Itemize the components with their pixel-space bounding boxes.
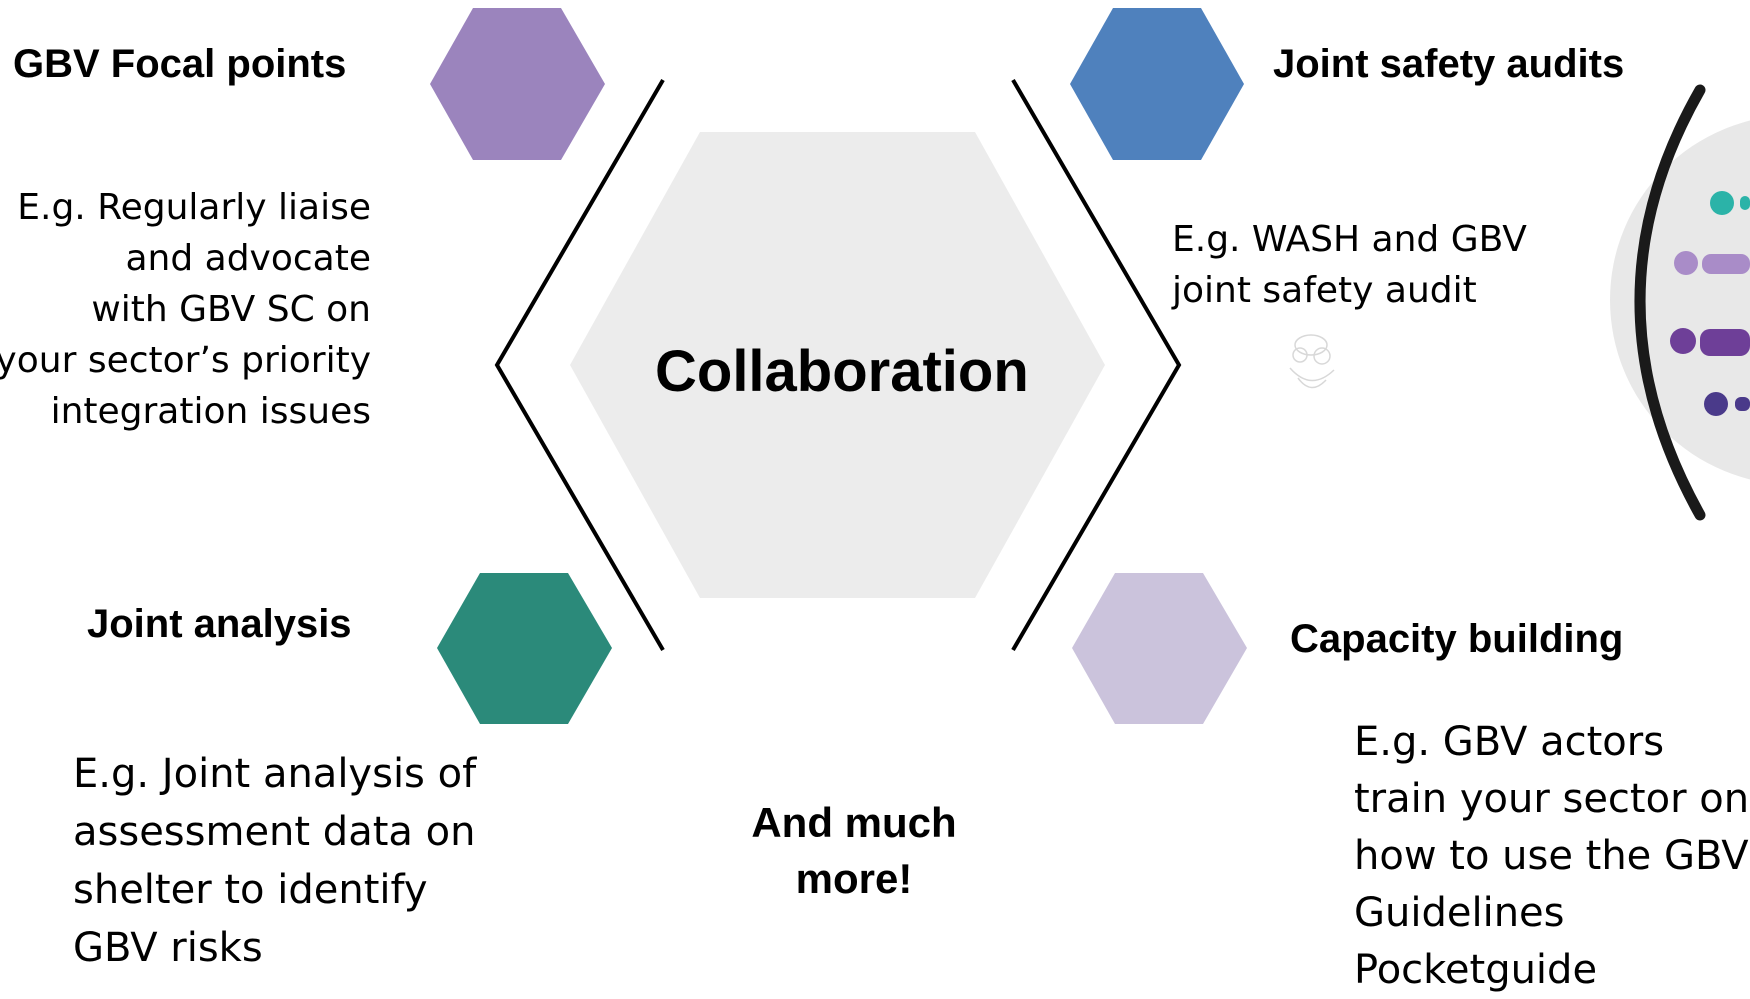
focal-line: integration issues xyxy=(50,391,371,432)
focal-line: E.g. Regularly liaise xyxy=(17,187,371,228)
analysis-line: E.g. Joint analysis of xyxy=(73,751,477,797)
center-label: Collaboration xyxy=(655,339,1029,404)
badge-dot xyxy=(1704,392,1728,416)
badge-dot xyxy=(1674,251,1698,275)
capacity-hexagon xyxy=(1072,573,1247,724)
capacity-building-title: Capacity building xyxy=(1290,617,1624,661)
safety-audits-description: E.g. WASH and GBV joint safety audit xyxy=(1172,214,1527,316)
joint-analysis-description: E.g. Joint analysis of assessment data o… xyxy=(73,745,476,977)
and-much-more-text: And much more! xyxy=(704,795,1004,907)
analysis-line: assessment data on xyxy=(73,809,476,855)
capacity-line: how to use the GBV xyxy=(1354,833,1749,879)
capacity-building-description: E.g. GBV actors train your sector on how… xyxy=(1354,714,1749,999)
analysis-line: GBV risks xyxy=(73,925,263,971)
more-line: more! xyxy=(795,855,913,902)
audits-line: joint safety audit xyxy=(1172,270,1477,311)
focal-points-description: E.g. Regularly liaise and advocate with … xyxy=(0,182,371,437)
safety-audits-title: Joint safety audits xyxy=(1273,42,1625,86)
right-chevron xyxy=(1011,78,1182,652)
badge-dot xyxy=(1710,191,1734,215)
more-line: And much xyxy=(751,799,957,846)
audits-hexagon xyxy=(1070,8,1244,160)
joint-analysis-title: Joint analysis xyxy=(87,602,352,646)
audits-line: E.g. WASH and GBV xyxy=(1172,219,1527,260)
focal-line: with GBV SC on xyxy=(91,289,371,330)
badge-dot xyxy=(1670,328,1696,354)
capacity-line: E.g. GBV actors xyxy=(1354,719,1665,765)
focal-hexagon xyxy=(430,8,605,160)
focal-line: your sector’s priority xyxy=(0,340,371,381)
badge-icon xyxy=(1610,84,1750,521)
left-chevron xyxy=(494,78,665,652)
sketch-icon xyxy=(1289,334,1335,389)
focal-points-title: GBV Focal points xyxy=(13,42,347,86)
capacity-line: Guidelines xyxy=(1354,890,1565,936)
focal-line: and advocate xyxy=(125,238,371,279)
analysis-line: shelter to identify xyxy=(73,867,428,913)
capacity-line: train your sector on xyxy=(1354,776,1750,822)
capacity-line: Pocketguide xyxy=(1354,947,1598,993)
center-hexagon xyxy=(570,132,1105,598)
analysis-hexagon xyxy=(437,573,612,724)
